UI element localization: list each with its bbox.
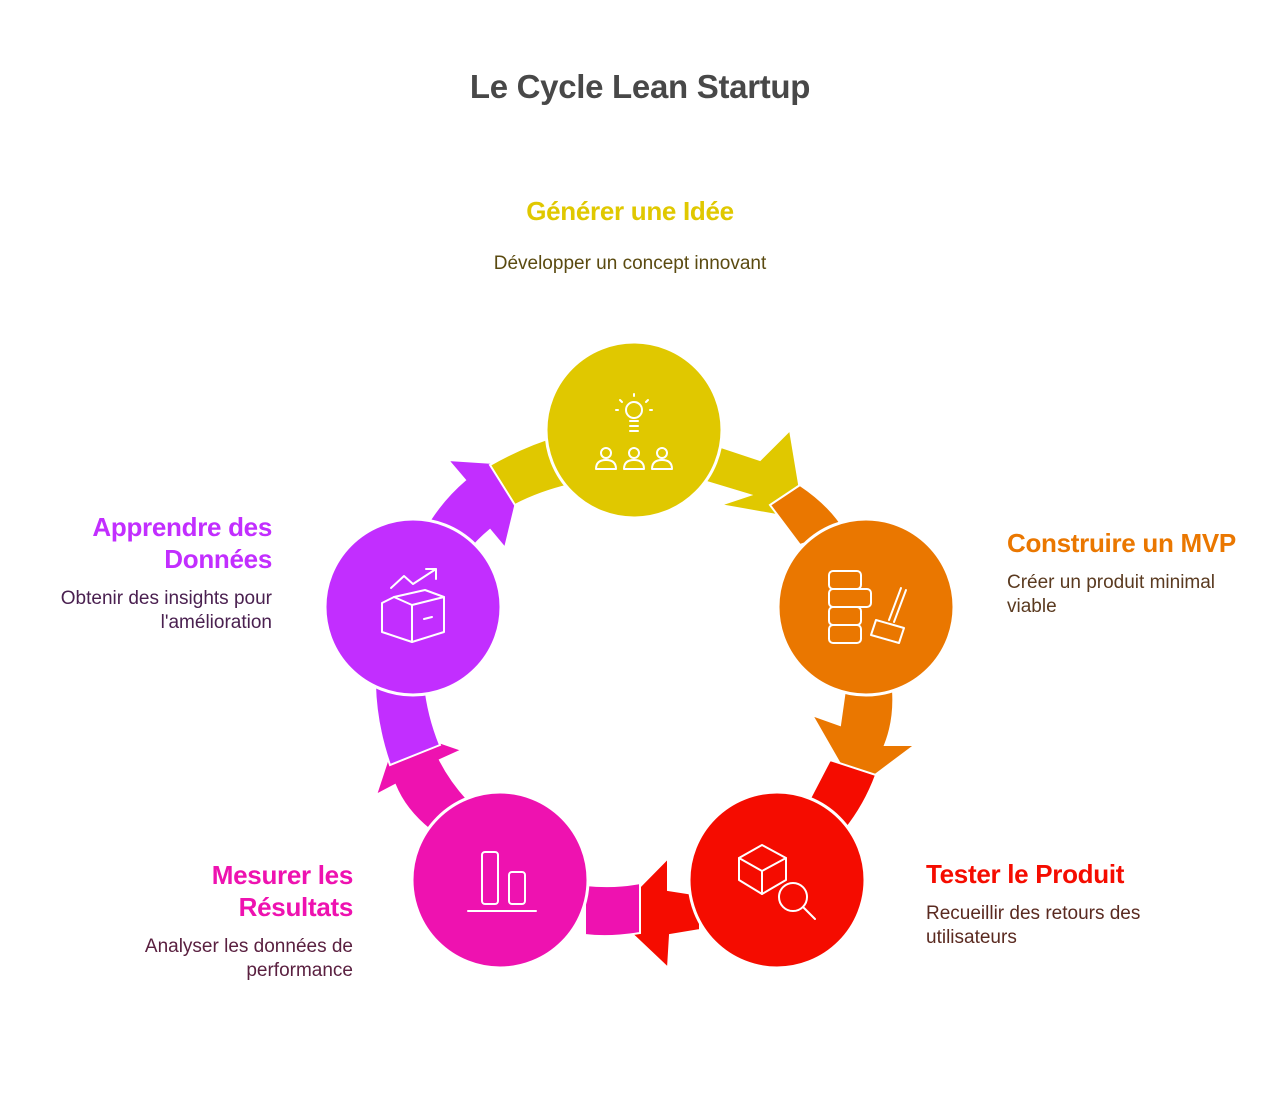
- step-label-mvp: Construire un MVP Créer un produit minim…: [1007, 527, 1257, 619]
- step-circle-measure: [410, 790, 590, 970]
- step-title-idea: Générer une Idée: [526, 196, 734, 226]
- step-desc-learn: Obtenir des insights pour l'amélioration: [60, 588, 272, 633]
- step-label-test: Tester le Produit Recueillir des retours…: [926, 858, 1226, 950]
- step-desc-idea: Développer un concept innovant: [493, 253, 767, 274]
- step-title-learn: Apprendre des Données: [92, 512, 272, 574]
- blocks-hammer-icon: [828, 570, 907, 644]
- page-title: Le Cycle Lean Startup: [469, 68, 811, 105]
- step-circle-learn: [323, 517, 503, 697]
- arrow-measure-segment: [584, 881, 641, 938]
- arrow-test-to-measure: [610, 855, 701, 971]
- step-circle-test: [687, 790, 867, 970]
- step-label-idea: Générer une Idée Développer un concept i…: [480, 195, 780, 276]
- lightbulb-people-icon: [595, 393, 673, 470]
- step-title-measure: Mesurer les Résultats: [211, 860, 354, 922]
- arrow-idea-to-mvp: [699, 427, 807, 522]
- box-magnifier-icon: [738, 844, 816, 920]
- step-label-measure: Mesurer les Résultats Analyser les donné…: [80, 859, 353, 983]
- step-desc-measure: Analyser les données de performance: [144, 936, 353, 981]
- arrow-learn-segment: [373, 684, 442, 767]
- bar-chart-icon: [467, 851, 537, 912]
- step-desc-test: Recueillir des retours des utilisateurs: [926, 903, 1141, 948]
- step-desc-mvp: Créer un produit minimal viable: [1007, 572, 1216, 617]
- step-label-learn: Apprendre des Données Obtenir des insigh…: [20, 511, 273, 635]
- step-circle-mvp: [776, 517, 956, 697]
- step-circle-idea: [544, 340, 724, 520]
- box-trend-up-icon: [381, 568, 445, 643]
- step-title-mvp: Construire un MVP: [1007, 528, 1236, 558]
- step-title-test: Tester le Produit: [926, 859, 1125, 889]
